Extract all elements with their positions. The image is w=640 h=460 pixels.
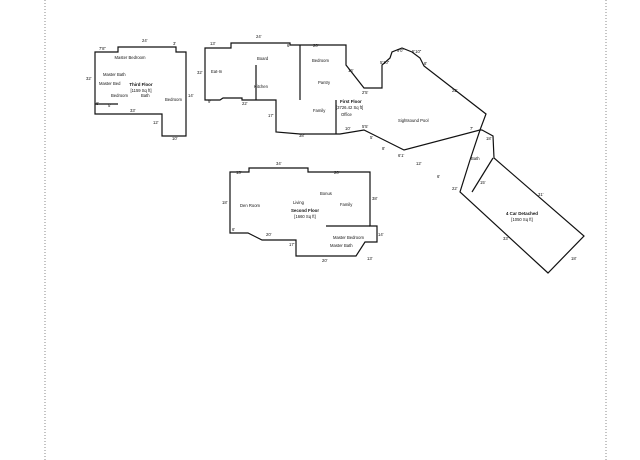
dimension: 17' [289,242,295,247]
room-bonus: Bonus [320,191,332,196]
third-floor-outline [94,46,187,137]
room-bath: Bath [471,156,480,161]
dimension: 22' [452,186,458,191]
garage-title: 4 Car Detached [506,211,538,216]
room-kitchen: Kitchen [254,84,269,89]
dimension: 6' [287,43,290,48]
room-bedroom: Bedroom [312,58,330,63]
first-floor-title: First Floor [340,99,362,104]
third-floor-area: [1159 Sq ft] [130,88,151,93]
dimension: 12' [416,161,422,166]
first-floor-outline [204,42,487,151]
dimension: 34' [276,161,282,166]
dimension: 18' [222,200,228,205]
room-bedroom-b: Bedroom [165,97,183,102]
room-master-bath: Master Bath [330,243,353,248]
dimension: 16' [348,68,354,73]
dimension: 32' [197,70,203,75]
dimension: 24' [256,34,262,39]
dimension: 6'1' [398,153,404,158]
garage-wall [471,157,494,193]
dimension: 22' [242,101,248,106]
dimension: 32' [86,76,92,81]
room-family: Family [340,202,353,207]
dimension: 18' [486,136,492,141]
second-floor-plan: Den Room Living Bonus Family Second Floo… [222,161,384,263]
dimension: 5'10" [380,60,390,65]
room-eat-in: Eat-In [211,69,223,74]
dimension: 20' [322,258,328,263]
dimension: 18' [571,256,577,261]
room-pantry: Pantry [318,80,331,85]
garage-outline [459,129,585,274]
dimension: 20' [313,43,319,48]
dimension: 2'5' [362,90,368,95]
dimension: 13' [236,170,242,175]
room-master-bath: Master Bath [103,72,126,77]
dimension: 20' [266,232,272,237]
dimension: 38' [372,196,378,201]
room-living: Living [293,200,305,205]
dimension: 14' [378,232,384,237]
dimension: 20' [334,170,340,175]
dimension: 8' [424,61,427,66]
third-floor-title: Third Floor [129,82,152,87]
second-floor-outline [229,167,378,257]
dimension: 9'0" [397,48,404,53]
dimension: 6' [96,101,99,106]
dimension: 10' [172,136,178,141]
room-office: Office [341,112,353,117]
dimension: 31' [538,192,544,197]
first-floor-plan: Eat-In Board Bedroom Kitchen Pantry Fami… [197,34,487,191]
dimension: 33' [130,108,136,113]
dimension: 5' [108,103,111,108]
dimension: 24' [142,38,148,43]
room-den: Den Room [240,203,261,208]
room-bath: Bath [141,93,150,98]
dimension: 9' [208,99,211,104]
dimension: 38' [299,133,305,138]
room-board: Board [257,56,269,61]
third-floor-plan: Master Bedroom Master Bath Master Bed Th… [86,38,194,141]
garage-plan: 4 Car Detached [1050 Sq ft] 31' 18' 33' … [459,129,585,274]
dimension: 8' [382,146,385,151]
garage-area: [1050 Sq ft] [511,217,532,222]
room-sightsound: Sightsound Pool [398,118,429,123]
dimension: 5'5' [362,124,368,129]
dimension: 33' [503,236,509,241]
dimension: 15' [480,180,486,185]
first-floor-area: [3726.42 Sq ft] [336,105,363,110]
dimension: 14' [188,93,194,98]
dimension: 6' [232,227,235,232]
room-bedroom-a: Bedroom [111,93,129,98]
dimension: 17' [268,113,274,118]
dimension: 10' [345,126,351,131]
dimension: 13' [210,41,216,46]
dimension: 12' [153,120,159,125]
dimension: 7'8" [99,46,106,51]
room-master-bed: Master Bed [99,81,121,86]
dimension: 5'10" [412,49,422,54]
dimension: 7' [470,126,473,131]
dimension: 5' [370,135,373,140]
room-master-bedroom-top: Master Bedroom [115,55,146,60]
dimension: 6' [437,174,440,179]
dimension: 22' [452,88,458,93]
room-master-bedroom: Master Bedroom [333,235,364,240]
second-floor-title: Second Floor [291,208,319,213]
dimension: 3' [173,41,176,46]
room-family: Family [313,108,326,113]
dimension: 13' [367,256,373,261]
second-floor-area: [1660 Sq ft] [294,214,315,219]
